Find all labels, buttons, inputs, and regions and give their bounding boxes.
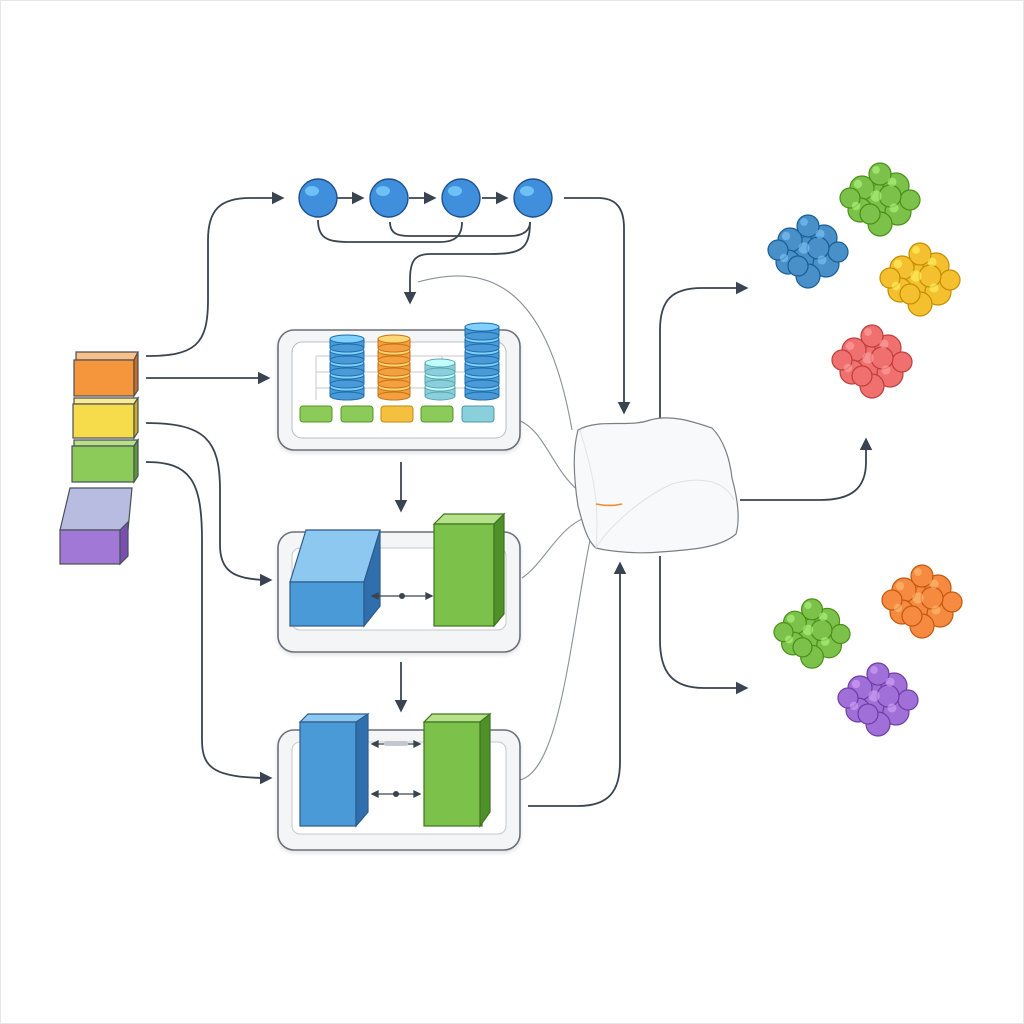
cluster-green-top (839, 162, 921, 237)
thin-link-top (417, 275, 573, 431)
yellow-layer (72, 396, 140, 440)
green-layer (71, 438, 140, 484)
bidirectional-link-bottom (370, 789, 422, 799)
block-tray-1 (277, 512, 521, 653)
orange-column (377, 334, 411, 401)
purple-layer (59, 487, 133, 566)
chain-node-1 (298, 178, 338, 218)
thin-link-blocks2 (519, 539, 591, 781)
arrow-input-to-blocks2 (145, 461, 273, 785)
input-layer-stack (59, 351, 140, 566)
blue-column-2 (464, 322, 500, 401)
base-tiles (299, 405, 495, 423)
arrow-blob-to-red-cluster (740, 437, 873, 501)
thin-link-cylinders (517, 419, 581, 493)
cylinder-tray (277, 322, 521, 451)
cluster-green-bottom (773, 598, 851, 669)
bidirectional-link-top (370, 739, 422, 749)
cluster-red (831, 324, 913, 399)
base-tile-5 (461, 405, 495, 423)
arrow-input-to-chain (145, 191, 285, 357)
bidirectional-link (370, 591, 434, 601)
cluster-orange (881, 564, 963, 639)
teal-column (424, 358, 456, 401)
base-tile-2 (340, 405, 374, 423)
arrow-chain-to-cylinders (403, 221, 531, 305)
block-tray-2 (277, 712, 521, 851)
arrow-connectors (145, 191, 873, 807)
thin-connectors (417, 275, 597, 781)
aggregation-blob (573, 417, 739, 554)
cluster-blue (767, 214, 849, 289)
arrow-blocks2-to-blob (528, 561, 627, 807)
chain-node-4 (513, 178, 553, 218)
chain-node-2 (369, 178, 409, 218)
chain-node-3 (441, 178, 481, 218)
arrow-blob-to-bottom-clusters (659, 556, 749, 695)
cylinder-disk (329, 334, 365, 353)
chain-loop-1 (317, 219, 463, 243)
output-clusters (767, 162, 963, 737)
green-block (432, 512, 506, 628)
arrow-input-to-blocks1 (145, 422, 273, 587)
base-tile-3 (380, 405, 414, 423)
green-block (422, 712, 492, 828)
chain-loop-2 (389, 221, 531, 237)
node-chain (298, 178, 553, 218)
arrow-blob-to-top-clusters (659, 281, 749, 420)
blue-column (329, 334, 365, 401)
cluster-yellow (879, 242, 961, 317)
cylinder-columns (329, 322, 500, 401)
cluster-purple (837, 662, 919, 737)
arrow-chain-to-blob (564, 197, 631, 415)
base-tile-1 (299, 405, 333, 423)
orange-layer (73, 351, 139, 398)
cylinder-disk (377, 346, 411, 365)
blue-block (289, 529, 381, 628)
base-tile-4 (420, 405, 454, 423)
blue-block (298, 712, 370, 828)
cylinder-disk (464, 322, 500, 341)
cylinder-disk (377, 334, 411, 353)
cylinder-disk (424, 358, 456, 377)
